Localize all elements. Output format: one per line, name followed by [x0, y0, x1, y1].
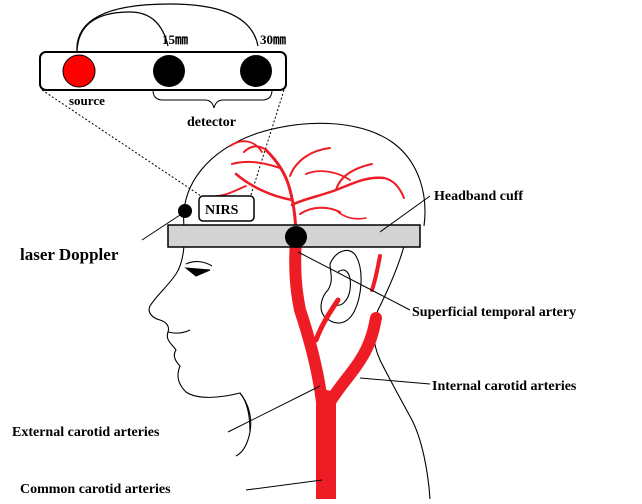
source-detector-arc-15mm — [77, 12, 168, 52]
common-carotid-label: Common carotid arteries — [20, 482, 171, 497]
internal-carotid-artery — [330, 318, 376, 402]
internal-carotid-label: Internal carotid arteries — [432, 379, 577, 394]
source-label: source — [69, 93, 105, 108]
external-carotid-label: External carotid arteries — [12, 425, 160, 440]
nirs-label: NIRS — [205, 203, 239, 218]
laser-doppler-sensor — [178, 204, 192, 218]
detector-label: detector — [187, 115, 236, 130]
distance-30mm-label: 30㎜ — [260, 32, 286, 47]
detector-dot-30mm — [240, 55, 272, 87]
detector-dot-15mm — [153, 55, 185, 87]
leader-external-carotid — [228, 386, 320, 432]
leader-common-carotid — [246, 480, 322, 490]
arteries — [216, 141, 404, 499]
laser-doppler-label: laser Doppler — [20, 245, 119, 264]
leader-internal-carotid — [360, 378, 430, 384]
external-carotid-artery — [295, 240, 322, 402]
leader-superficial-temporal — [298, 252, 410, 310]
detector-bracket — [153, 90, 272, 108]
ear — [321, 250, 361, 323]
source-dot — [63, 55, 95, 87]
projection-line-left — [42, 90, 201, 196]
distance-15mm-label: 15㎜ — [162, 32, 188, 47]
superficial-temporal-artery-label: Superficial temporal artery — [412, 305, 576, 320]
laser-doppler-probe-on-cuff — [285, 226, 307, 248]
headband-cuff-label: Headband cuff — [434, 189, 523, 204]
nirs-probe-inset: 15㎜ 30㎜ source detector — [40, 4, 286, 198]
